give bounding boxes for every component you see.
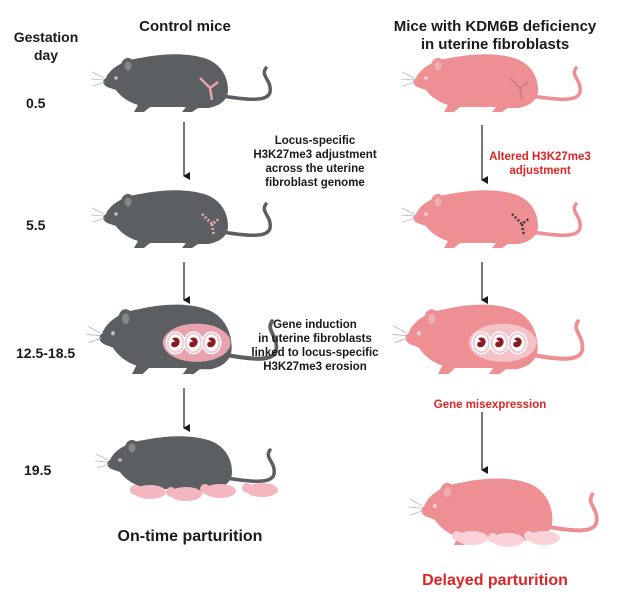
mutant-note-stage3: Gene misexpression [433,399,547,411]
day-label-19-5: 19.5 [24,462,52,478]
embryo-icon [471,331,492,355]
control-outcome: On-time parturition [117,528,263,545]
mutant-pups [452,531,560,547]
day-label-12-5-18-5: 12.5-18.5 [16,345,76,361]
control-note-stage1-line1: Locus-specific [274,135,356,147]
mutant-note-stage1-line2: adjustment [509,165,571,177]
control-note-stage3-line1: Gene induction [273,319,357,331]
control-note-stage1-line4: fibroblast genome [265,177,365,189]
gestation-header-line2: day [33,47,59,63]
pup-icon [488,533,524,547]
control-note-stage3-line2: in uterine fibroblasts [258,333,372,345]
gestation-header-line1: Gestation [13,29,79,45]
mutant-outcome: Delayed parturition [422,572,568,589]
control-note-stage1-line2: H3K27me3 adjustment [253,149,377,161]
mouse-icon [89,188,272,250]
pup-icon [524,531,560,545]
control-note-stage3-line4: H3K27me3 erosion [263,361,367,373]
pup-icon [130,485,166,499]
uterus-icon [509,77,529,101]
mutant-mouse-day-5-5 [399,188,582,250]
pup-icon [166,487,202,501]
pup-icon [200,484,236,498]
control-column-header: Control mice [139,18,231,35]
control-pups [130,483,278,501]
mutant-column-header-line1: Mice with KDM6B deficiency [393,18,597,35]
mouse-icon [399,52,582,114]
mouse-icon [399,188,582,250]
mouse-icon [89,52,272,114]
uterus-icon [162,323,231,362]
uterus-icon [511,213,531,237]
uterus-icon [200,212,221,237]
mutant-column-header-line2: in uterine fibroblasts [420,36,570,53]
mutant-mouse-day-0-5 [399,52,582,114]
embryo-icon [201,331,222,355]
embryo-icon [489,331,510,355]
control-mouse-day-5-5 [89,188,272,250]
embryo-icon [507,331,528,355]
uterus-icon [199,77,219,101]
day-label-5-5: 5.5 [26,217,46,233]
control-note-stage1-line3: across the uterine [265,163,365,175]
control-note-stage3-line3: linked to locus-specific [251,347,379,359]
embryo-icon [183,331,204,355]
embryo-icon [165,331,186,355]
pup-icon [242,483,278,497]
mutant-note-stage1-line1: Altered H3K27me3 [489,151,591,163]
day-label-0-5: 0.5 [26,95,46,111]
uterus-icon [468,323,537,362]
control-mouse-day-12-5-18-5 [86,305,276,374]
mutant-mouse-day-12-5-18-5 [392,305,582,374]
control-mouse-day-0-5 [89,52,272,114]
